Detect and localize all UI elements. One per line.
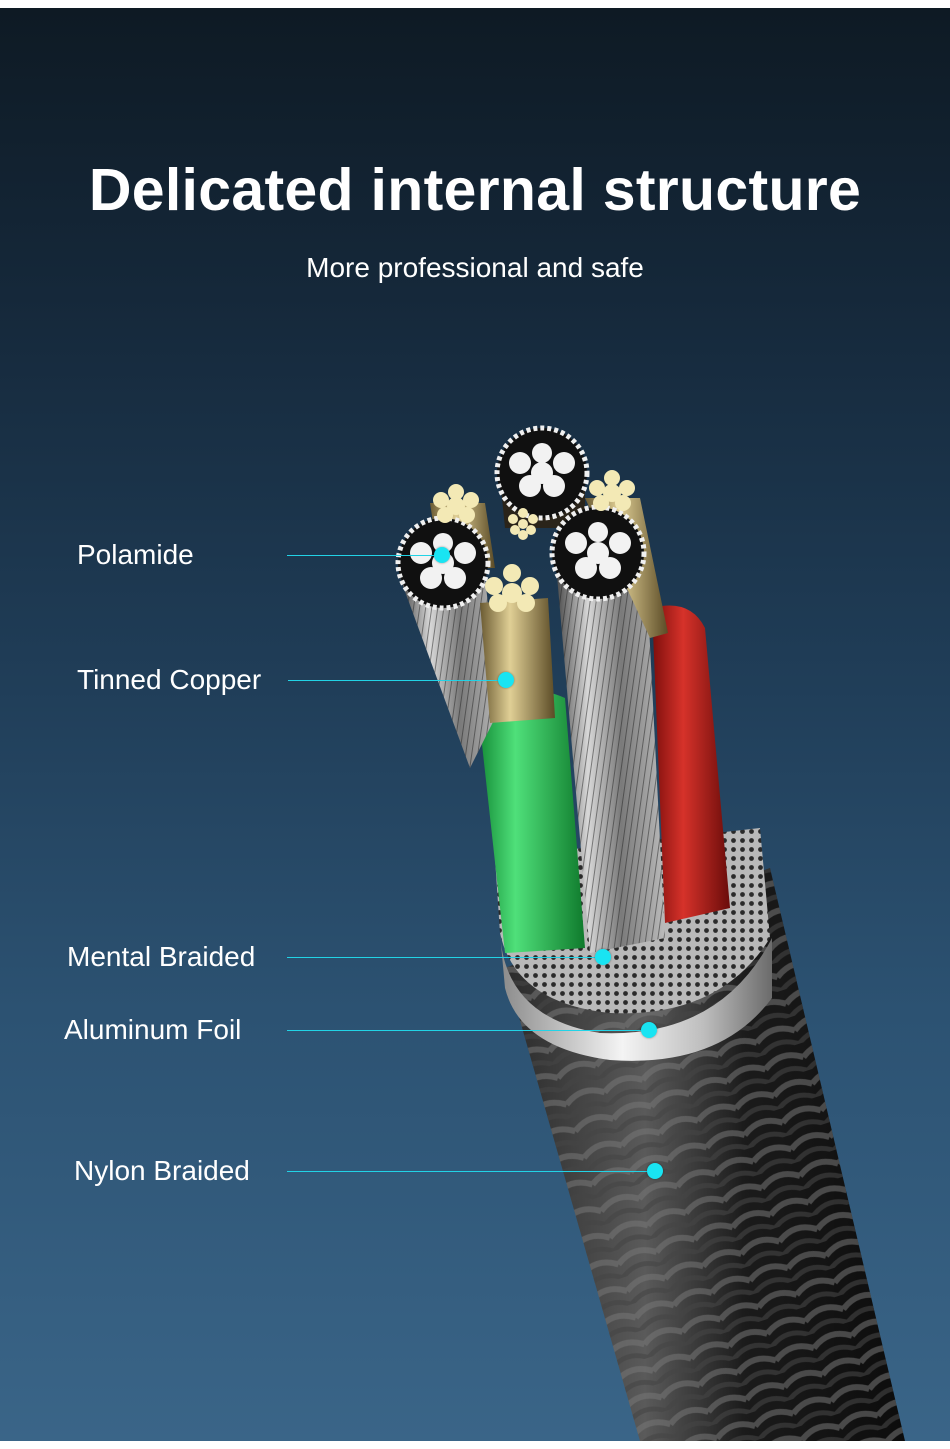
callout-line-nylon-braided: [287, 1171, 655, 1172]
cable-illustration: [395, 425, 905, 1441]
callout-label-mental-braided: Mental Braided: [67, 941, 256, 972]
aluminum-foil-ring: [500, 933, 772, 1061]
callout-line-polamide: [287, 555, 443, 556]
green-wire: [478, 690, 585, 953]
callout-label-aluminum-foil: Aluminum Foil: [64, 1014, 242, 1045]
callout-line-mental-braided: [287, 957, 603, 958]
callout-dot-polamide: [434, 547, 450, 563]
callout-dot-tinned-copper: [498, 672, 514, 688]
silver-wire-right: [555, 548, 665, 953]
callout-line-aluminum-foil: [287, 1030, 649, 1031]
callout-line-tinned-copper: [288, 680, 506, 681]
page-title: Delicated internal structure: [88, 157, 862, 223]
callout-label-polamide: Polamide: [77, 539, 194, 570]
callout-dot-aluminum-foil: [641, 1022, 657, 1038]
callout-label-tinned-copper: Tinned Copper: [77, 664, 262, 695]
callout-label-nylon-braided: Nylon Braided: [74, 1155, 250, 1186]
callout-dot-mental-braided: [595, 949, 611, 965]
wire-ends: [395, 425, 647, 612]
tinned-copper-wire: [480, 598, 555, 723]
product-banner: Delicated internal structure More profes…: [0, 8, 950, 1441]
silver-wire-left: [400, 578, 500, 768]
page-subtitle: More professional and safe: [306, 252, 644, 283]
callout-dot-nylon-braided: [647, 1163, 663, 1179]
red-wire: [652, 605, 730, 923]
